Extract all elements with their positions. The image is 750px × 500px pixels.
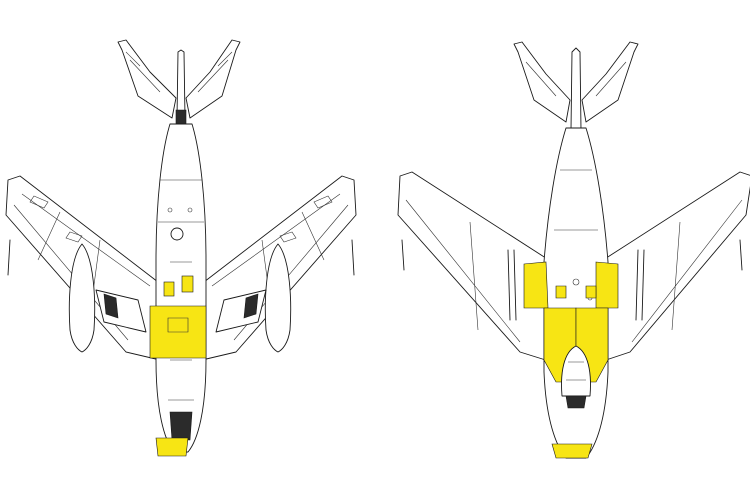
topside-mask-inner-left [555, 285, 567, 299]
underside-tail-fin [176, 49, 186, 119]
underside-right-drop-tank [264, 243, 292, 353]
topside-mask-inner-right [585, 285, 597, 299]
underside-mask-small-left [163, 281, 175, 297]
underside-mask-small-right [181, 275, 194, 293]
topside-tail-fin [570, 47, 582, 131]
topside-mask-nose-tip [551, 443, 593, 459]
topside-mask-right-upper [595, 261, 619, 309]
topside-mask-left-upper [523, 261, 549, 309]
topside-right-stabilizer [581, 41, 639, 123]
underside-fuselage [155, 123, 207, 453]
topside-right-wing [599, 171, 750, 363]
underside-mask-nose-tip [155, 437, 189, 457]
topside-view [397, 41, 750, 459]
underside-view [5, 39, 357, 457]
topside-left-stabilizer [513, 41, 571, 123]
underside-left-stabilizer [117, 39, 177, 119]
underside-right-stabilizer [185, 39, 241, 119]
underside-left-drop-tank [68, 243, 96, 353]
